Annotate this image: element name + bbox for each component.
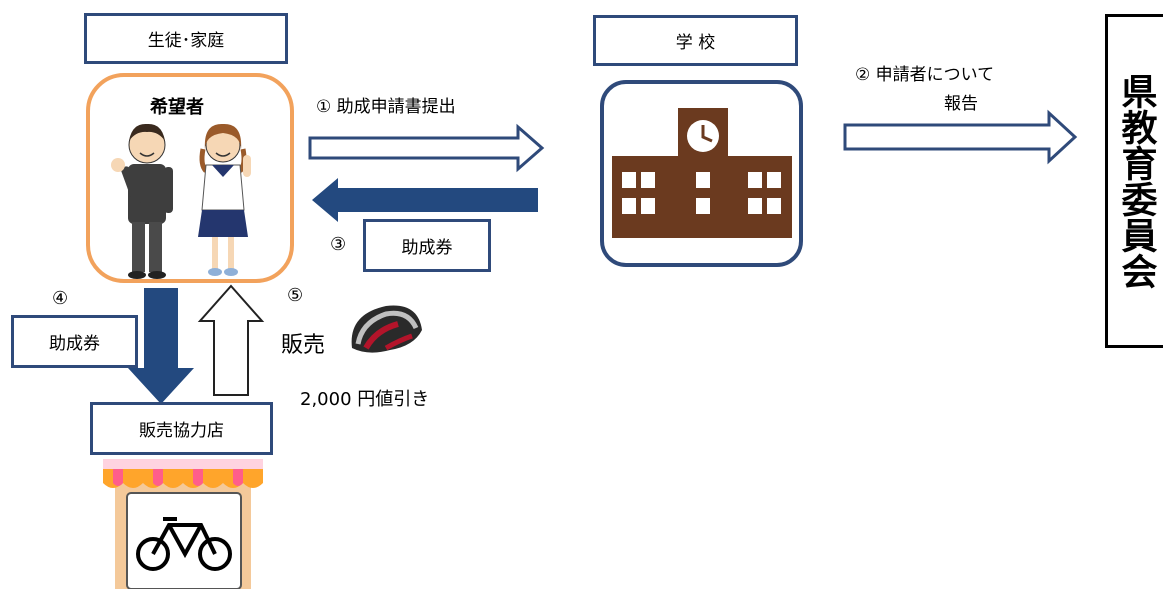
step3-voucher-box: 助成券 <box>363 219 491 272</box>
step2-label-line2: 報告 <box>944 94 978 114</box>
school-building-icon <box>612 108 792 238</box>
arrow-up-sale <box>197 284 265 396</box>
arrow-right-submit <box>308 123 545 173</box>
student-boy-girl-icon <box>111 123 251 279</box>
school-frame <box>600 80 803 267</box>
discount-label: 2,000 円値引き <box>300 389 430 410</box>
step1-label: ① 助成申請書提出 <box>316 97 456 117</box>
bicycle-helmet-icon <box>351 305 422 353</box>
arrow-down-voucher <box>128 288 194 404</box>
step5-sale-label: 販売 <box>281 333 326 358</box>
step2-label: ② 申請者について <box>855 65 995 85</box>
step3-number: ③ <box>330 234 347 255</box>
applicant-label: 希望者 <box>150 97 204 118</box>
prefectural-board-label: 県教育委員会 <box>1105 14 1163 348</box>
step4-voucher-box: 助成券 <box>11 315 138 368</box>
bicycle-shop-icon <box>103 459 263 589</box>
board-text: 県教育委員会 <box>1115 73 1157 289</box>
students-family-label: 生徒･家庭 <box>84 13 288 64</box>
arrow-left-voucher <box>312 178 538 222</box>
store-label: 販売協力店 <box>90 402 273 455</box>
step5-number: ⑤ <box>287 285 304 306</box>
step4-number: ④ <box>52 288 69 309</box>
applicant-frame <box>86 73 294 283</box>
arrow-right-report <box>843 109 1078 165</box>
school-label: 学 校 <box>593 15 798 66</box>
